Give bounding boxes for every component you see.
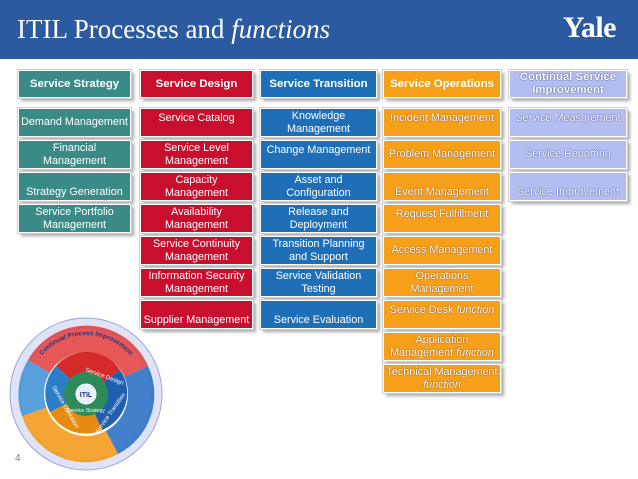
cell-application-management-function: Application Management function — [382, 331, 502, 362]
cell-service-validation-testing: Service Validation Testing — [259, 267, 378, 298]
title-banner — [0, 0, 638, 59]
cell-information-security-management: Information Security Management — [139, 267, 254, 298]
cell-service-portfolio-management: Service Portfolio Management — [17, 203, 132, 234]
yale-logo: Yale — [563, 11, 617, 44]
cell-asset-and-configuration: Asset and Configuration — [259, 171, 378, 202]
cell-service-level-management: Service Level Management — [139, 139, 254, 170]
page-title-italic: functions — [231, 14, 331, 44]
cell-service-catalog: Service Catalog — [139, 107, 254, 138]
header-service-design: Service Design — [139, 69, 254, 99]
cell-service-desk-function: Service Desk function — [382, 299, 502, 330]
cell-incident-management: Incident Management — [382, 107, 502, 138]
cell-supplier-management: Supplier Management — [139, 299, 254, 330]
cell-release-and-deployment: Release and Deployment — [259, 203, 378, 234]
header-service-strategy: Service Strategy — [17, 69, 132, 99]
service-desk-label: Service Desk — [389, 304, 457, 316]
cell-service-improvement: Service Improvement — [508, 171, 628, 202]
application-function-label: function — [456, 346, 494, 359]
itil-lifecycle-wheel: ITIL Service Design Service Transition S… — [9, 317, 163, 471]
cell-access-management: Access Management — [382, 235, 502, 266]
cell-strategy-generation: Strategy Generation — [17, 171, 132, 202]
page-number: 4 — [15, 453, 21, 464]
cell-knowledge-management: Knowledge Management — [259, 107, 378, 138]
wheel-center — [75, 383, 97, 405]
cell-transition-planning-and-support: Transition Planning and Support — [259, 235, 378, 266]
technical-management-label: Technical Management — [386, 366, 498, 379]
cell-service-measurement: Service Measurement — [508, 107, 628, 138]
cell-problem-management: Problem Management — [382, 139, 502, 170]
cell-demand-management: Demand Management — [17, 107, 132, 138]
cell-request-fulfillment: Request Fulfillment — [382, 203, 502, 234]
cell-technical-management-function: Technical Management function — [382, 363, 502, 394]
header-service-operations: Service Operations — [382, 69, 502, 99]
application-management-label: Application Management — [390, 334, 469, 359]
cell-event-management: Event Management — [382, 171, 502, 202]
cell-service-evaluation: Service Evaluation — [259, 299, 378, 330]
page-title-main: ITIL Processes and — [17, 14, 232, 44]
cell-capacity-management: Capacity Management — [139, 171, 254, 202]
cell-availability-management: Availability Management — [139, 203, 254, 234]
header-service-transition: Service Transition — [259, 69, 378, 99]
technical-function-label: function — [423, 378, 461, 391]
cell-service-reporting: Service Reporting — [508, 139, 628, 170]
service-desk-function-label: function — [456, 304, 495, 316]
cell-service-continuity-management: Service Continuity Management — [139, 235, 254, 266]
header-continual-improvement: Continual Service Improvement — [508, 69, 628, 99]
cell-change-management: Change Management — [259, 139, 378, 170]
cell-financial-management: Financial Management — [17, 139, 132, 170]
page-title: ITIL Processes and functions — [17, 14, 330, 45]
cell-operations-management: Operations Management — [382, 267, 502, 298]
wheel-center-label: ITIL — [80, 392, 93, 399]
wheel-strategy-label: Service Strategy — [67, 408, 105, 414]
